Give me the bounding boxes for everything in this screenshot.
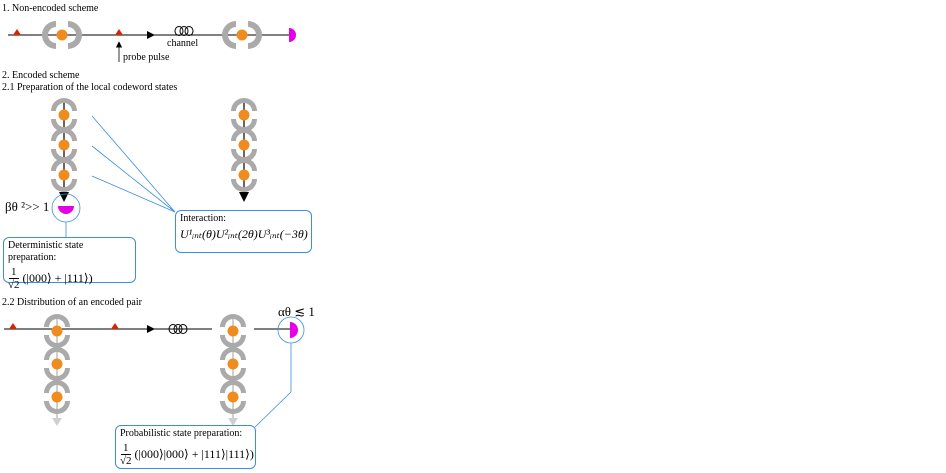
- faded-arrow-icon: [228, 418, 238, 426]
- fiber-coil-icon: [168, 324, 188, 334]
- probe-pulse-icon: [9, 323, 17, 329]
- codeword-stack-right: [231, 98, 257, 202]
- section2-title: 2. Encoded scheme: [2, 70, 80, 81]
- section1-title: 1. Non-encoded scheme: [2, 3, 99, 14]
- channel-label: channel: [167, 38, 199, 49]
- fraction: 1 √2: [120, 442, 132, 467]
- down-arrow-icon: [59, 192, 69, 202]
- interaction-title: Interaction:: [180, 213, 227, 224]
- cavity-icon: [220, 347, 246, 381]
- detector-icon: [289, 28, 296, 42]
- alpha-condition: αθ ≲ 1: [278, 304, 315, 319]
- cavity-icon: [51, 128, 77, 162]
- codeword-stack-left: [51, 98, 81, 237]
- probabilistic-title: Probabilistic state preparation:: [120, 428, 243, 439]
- cavity-icon: [231, 158, 257, 192]
- distribution-graphics: [4, 314, 305, 428]
- interaction-callout: Interaction: U¹ᵢₙₜ(θ)U²ᵢₙₜ(2θ)U³ᵢₙₜ(−3θ): [175, 210, 312, 253]
- probe-pulse-label: probe pulse: [123, 52, 170, 63]
- cavity-icon: [42, 21, 82, 49]
- interaction-formula: U¹ᵢₙₜ(θ)U²ᵢₙₜ(2θ)U³ᵢₙₜ(−3θ): [180, 227, 308, 241]
- cavity-icon: [51, 98, 77, 132]
- down-arrow-icon: [239, 192, 249, 202]
- probabilistic-formula: (|000⟩|000⟩ + |111⟩|111⟩): [134, 447, 254, 461]
- cavity-icon: [44, 347, 70, 381]
- section1-graphics: [8, 21, 296, 62]
- cavity-icon: [44, 314, 70, 348]
- detector-icon: [290, 322, 298, 338]
- cavity-icon: [220, 380, 246, 414]
- cavity-icon: [231, 128, 257, 162]
- cavity-icon: [51, 158, 77, 192]
- cavity-icon: [220, 314, 246, 348]
- deterministic-callout: Deterministic state preparation: 1 √2 (|…: [3, 237, 136, 291]
- cavity-icon: [222, 21, 262, 49]
- detector-icon: [58, 206, 74, 214]
- faded-arrow-icon: [52, 418, 62, 426]
- interaction-pointer-lines: [91, 115, 176, 213]
- probe-pulse-icon: [111, 323, 119, 329]
- fiber-coil-icon: [174, 26, 194, 36]
- deterministic-title: Deterministic state preparation:: [8, 240, 84, 263]
- beta-condition: βθ ²>> 1: [5, 199, 50, 214]
- cavity-icon: [231, 98, 257, 132]
- fraction: 1 √2: [8, 266, 20, 291]
- probe-pulse-icon: [115, 29, 123, 35]
- cavity-icon: [44, 380, 70, 414]
- subsection-2-1-title: 2.1 Preparation of the local codeword st…: [2, 82, 178, 93]
- subsection-2-2-title: 2.2 Distribution of an encoded pair: [2, 297, 142, 308]
- probe-pulse-icon: [13, 29, 21, 35]
- deterministic-formula: (|000⟩ + |111⟩): [22, 271, 93, 285]
- probabilistic-callout: Probabilistic state preparation: 1 √2 (|…: [115, 425, 256, 469]
